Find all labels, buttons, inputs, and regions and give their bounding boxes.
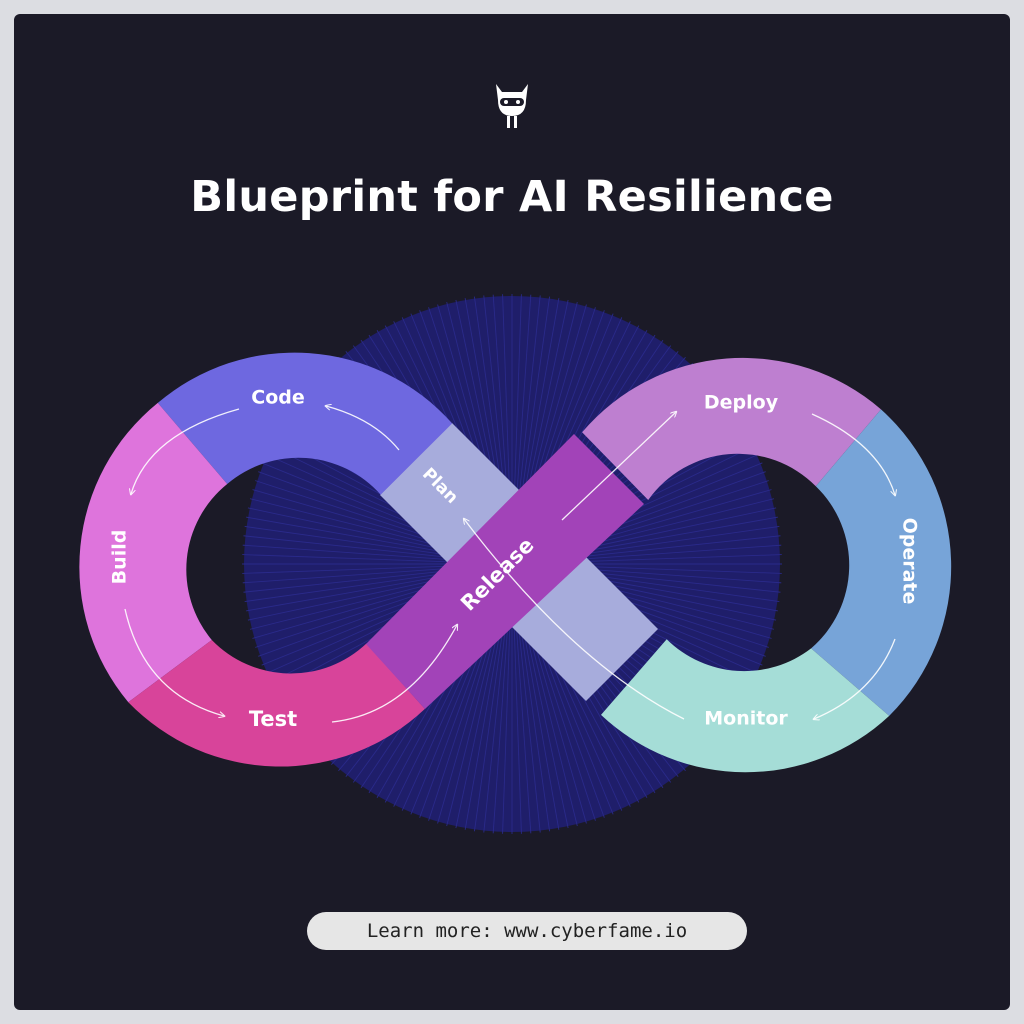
release-segment (366, 434, 644, 709)
arrow-deploy-to-operate-icon (811, 413, 895, 495)
poster-card: Blueprint for AI Resilience (14, 14, 1010, 1010)
devops-infinity-diagram: Code Build Test Release Plan Deploy Oper… (79, 294, 952, 834)
arrow-build-to-test-icon (124, 608, 224, 716)
stage-label-build: Build (109, 530, 131, 585)
ninja-cat-logo-icon (492, 76, 532, 136)
build-segment (79, 402, 228, 703)
stage-label-operate: Operate (899, 518, 921, 605)
stage-label-code: Code (251, 387, 304, 409)
monitor-segment (601, 639, 890, 773)
page-title: Blueprint for AI Resilience (190, 172, 834, 222)
operate-segment (811, 409, 952, 716)
stage-label-test: Test (249, 707, 297, 731)
code-segment (157, 352, 453, 495)
arrow-plan-to-code-icon (326, 406, 400, 451)
arrow-code-to-build-icon (131, 408, 240, 494)
deploy-segment (582, 357, 881, 500)
arrow-monitor-to-plan-icon (464, 519, 685, 720)
stage-label-monitor: Monitor (704, 708, 788, 730)
learn-more-link[interactable]: Learn more: www.cyberfame.io (307, 912, 747, 950)
arrow-operate-to-monitor-icon (814, 638, 896, 719)
arrow-release-to-deploy-icon (561, 412, 676, 521)
stage-label-deploy: Deploy (704, 392, 779, 414)
arrow-test-to-release-icon (331, 625, 457, 723)
test-segment (128, 640, 425, 767)
